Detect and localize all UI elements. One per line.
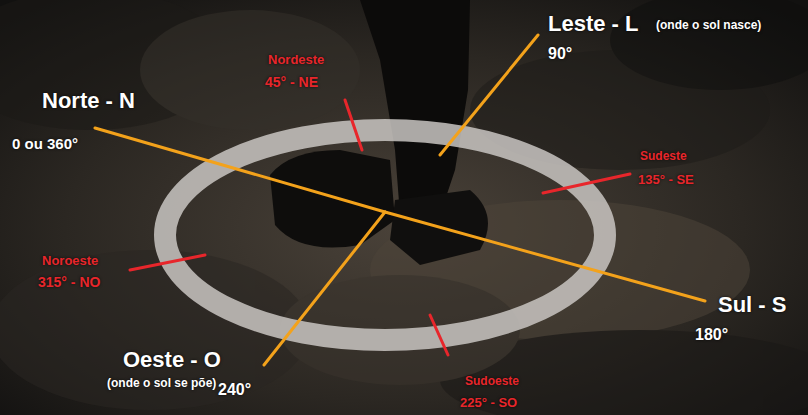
cardinal-name: Norte - N	[42, 89, 135, 113]
degree-label: 240°	[218, 381, 251, 399]
intercardinal-name: Noroeste	[42, 254, 98, 268]
cardinal-lines	[95, 35, 705, 365]
degree-label: 0 ou 360°	[12, 136, 78, 153]
degree-label: 315° - NO	[38, 275, 100, 290]
intercardinal-name: Sudoeste	[465, 375, 519, 388]
note-label: (onde o sol nasce)	[656, 19, 761, 32]
compass-ring	[165, 130, 605, 340]
intercardinal-marks	[130, 100, 630, 355]
degree-label: 45° - NE	[265, 75, 318, 90]
degree-label: 135° - SE	[638, 173, 694, 187]
note-label: (onde o sol se põe)	[107, 377, 216, 390]
degree-label: 90°	[548, 45, 572, 63]
cardinal-name: Sul - S	[718, 293, 786, 317]
cardinal-name: Oeste - O	[123, 348, 221, 372]
intercardinal-name: Nordeste	[268, 53, 324, 67]
degree-label: 225° - SO	[460, 396, 517, 410]
intercardinal-name: Sudeste	[640, 150, 687, 163]
degree-label: 180°	[695, 326, 728, 344]
cardinal-name: Leste - L	[548, 12, 638, 36]
